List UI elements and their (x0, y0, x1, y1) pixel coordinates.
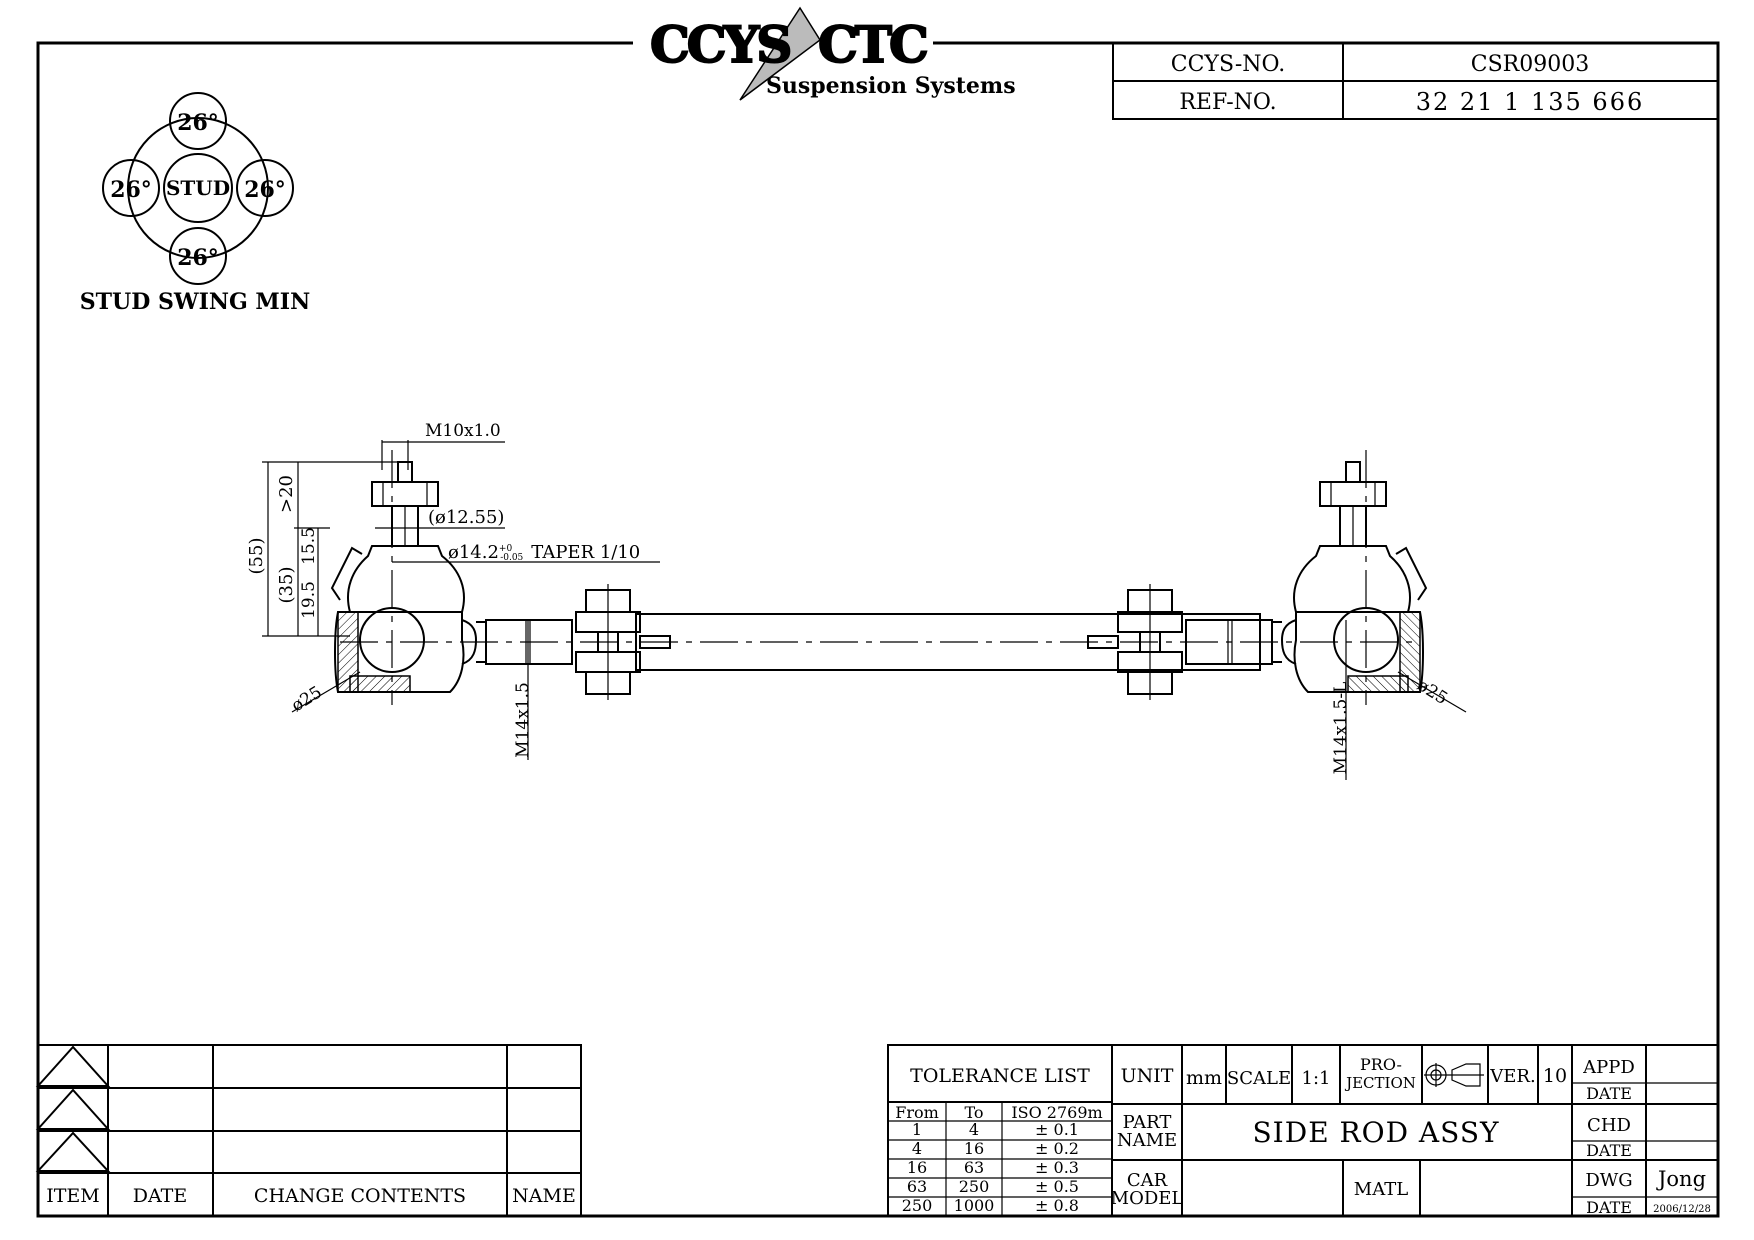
tolerance-cell: ± 0.8 (1035, 1196, 1079, 1215)
rev-header-name: NAME (512, 1185, 576, 1207)
dwg-label: DWG (1585, 1170, 1632, 1191)
tolerance-header-to: To (964, 1103, 983, 1122)
tolerance-cell: 4 (912, 1139, 922, 1158)
ref-no-value: 32 21 1 135 666 (1416, 88, 1644, 116)
tolerance-cell: 1 (912, 1120, 922, 1139)
stud-swing-diagram: STUD 26° 26° 26° 26° STUD SWING MIN (80, 92, 310, 315)
dim-19-5: 19.5 (299, 581, 319, 619)
scale-label: SCALE (1227, 1068, 1291, 1089)
rev-header-date: DATE (133, 1185, 187, 1207)
appd-label: APPD (1582, 1057, 1635, 1078)
tolerance-cell: 16 (964, 1139, 984, 1158)
part-name-label-2: NAME (1117, 1130, 1177, 1151)
car-model-label-2: MODEL (1111, 1188, 1184, 1209)
side-rod-drawing (331, 450, 1427, 705)
scale-value: 1:1 (1302, 1068, 1331, 1089)
ver-value: 10 (1543, 1065, 1567, 1087)
dim-height-35: (35) (276, 567, 297, 604)
unit-label: UNIT (1121, 1065, 1174, 1087)
stud-swing-caption: STUD SWING MIN (80, 289, 310, 315)
car-model-label-1: CAR (1127, 1170, 1168, 1191)
dwg-date-value: 2006/12/28 (1653, 1204, 1711, 1215)
tolerance-header-from: From (895, 1103, 939, 1122)
part-name-value: SIDE ROD ASSY (1253, 1116, 1500, 1149)
dim-thread-right: M14x1.5-L (1331, 682, 1351, 775)
dim-overall-height: (55) (246, 538, 267, 575)
tolerance-cell: 250 (959, 1177, 990, 1196)
logo-tagline: Suspension Systems (766, 73, 1016, 99)
dim-taper-dia: (ø12.55) (428, 507, 504, 528)
tolerance-title: TOLERANCE LIST (910, 1065, 1090, 1087)
dim-thread-top: M10x1.0 (425, 421, 501, 441)
projection-label-2: JECTION (1344, 1074, 1416, 1092)
tolerance-cell: 16 (907, 1158, 927, 1177)
ccys-no-label: CCYS-NO. (1171, 52, 1286, 77)
third-angle-projection-icon (1424, 1063, 1484, 1087)
ccys-no-value: CSR09003 (1471, 52, 1589, 77)
dwg-date-label: DATE (1586, 1198, 1632, 1217)
ref-no-label: REF-NO. (1179, 90, 1276, 115)
chd-label: CHD (1587, 1115, 1631, 1136)
matl-label: MATL (1354, 1179, 1408, 1200)
logo-brand-right: CTC (818, 15, 927, 74)
rev-header-item: ITEM (46, 1185, 100, 1207)
sheet-border (36, 41, 1720, 1218)
appd-date-label: DATE (1586, 1084, 1632, 1103)
ver-label: VER. (1489, 1066, 1535, 1087)
dim-15-5: 15.5 (299, 527, 319, 565)
tolerance-cell: 63 (964, 1158, 984, 1177)
dim-gt20: >20 (276, 475, 297, 513)
dwg-value: Jong (1656, 1167, 1706, 1191)
tolerance-cell: ± 0.5 (1035, 1177, 1079, 1196)
company-logo: CCYS CTC Suspension Systems (633, 6, 1016, 101)
part-name-label-1: PART (1123, 1112, 1172, 1133)
tolerance-cell: ± 0.1 (1035, 1120, 1079, 1139)
stud-center-label: STUD (166, 176, 230, 200)
tolerance-header-iso: ISO 2769m (1011, 1103, 1102, 1122)
tolerance-cell: ± 0.3 (1035, 1158, 1079, 1177)
tolerance-cell: 4 (969, 1120, 979, 1139)
id-block: CCYS-NO. CSR09003 REF-NO. 32 21 1 135 66… (1112, 42, 1719, 120)
revision-table: ITEM DATE CHANGE CONTENTS NAME (35, 1044, 582, 1217)
rev-header-change-contents: CHANGE CONTENTS (254, 1185, 466, 1207)
swing-angle-right: 26° (244, 177, 286, 203)
tolerance-cell: 1000 (954, 1196, 995, 1215)
unit-value: mm (1186, 1067, 1222, 1089)
tolerance-cell: 250 (902, 1196, 933, 1215)
dim-thread-left: M14x1.5 (513, 682, 533, 758)
projection-label-1: PRO- (1360, 1055, 1402, 1074)
swing-angle-top: 26° (177, 110, 219, 136)
swing-angle-bottom: 26° (177, 245, 219, 271)
tolerance-cell: 63 (907, 1177, 927, 1196)
swing-angle-left: 26° (110, 177, 152, 203)
logo-brand-left: CCYS (650, 15, 790, 74)
tolerance-cell: ± 0.2 (1035, 1139, 1079, 1158)
chd-date-label: DATE (1586, 1141, 1632, 1160)
